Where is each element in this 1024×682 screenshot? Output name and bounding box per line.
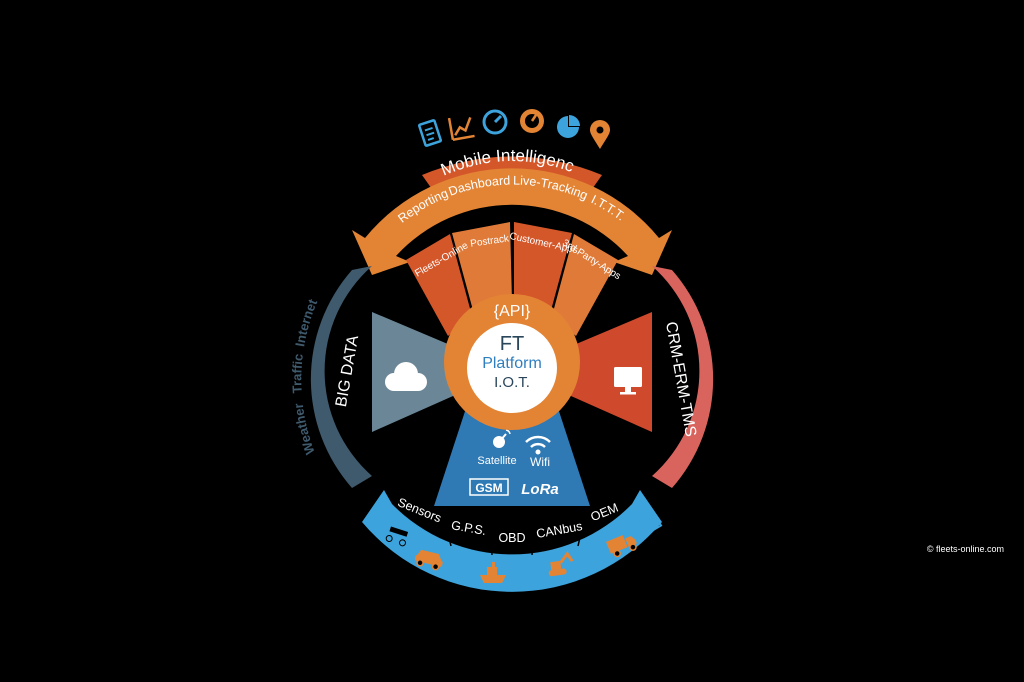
gsm-text: GSM — [475, 481, 502, 495]
wifi-label: Wifi — [530, 455, 550, 469]
crm-label: CRM-ERM-TMS — [662, 320, 699, 438]
big-data-label: BIG DATA — [333, 334, 362, 408]
gsm-logo: GSM — [469, 478, 509, 496]
satellite-icon — [493, 429, 511, 448]
hub-api: {API} — [494, 303, 531, 320]
bulldozer-icon — [583, 549, 607, 568]
app-segment-3rd-party — [552, 234, 618, 336]
inputs-divider — [489, 527, 493, 556]
container-icon — [633, 512, 663, 538]
app-segment-fleets-online — [406, 234, 472, 336]
crm-band — [652, 266, 714, 488]
mobile-intelligence-title: Mobile Intelligence — [0, 0, 577, 179]
input-canbus: CANbus — [535, 519, 583, 541]
clipboard-icon — [418, 119, 442, 147]
growth-chart-icon — [447, 116, 475, 141]
svg-text:Traffic: Traffic — [289, 353, 306, 394]
ship-icon — [480, 562, 506, 583]
source-traffic: Traffic — [289, 353, 306, 394]
apps-wedge — [406, 222, 618, 336]
dashboard-gauge-icon — [482, 109, 508, 135]
copyright-notice: © fleets-online.com — [926, 544, 1004, 554]
monitor-icon — [614, 367, 642, 395]
hub-center — [467, 323, 557, 413]
features-band — [352, 168, 672, 275]
hub-ft: FT — [500, 333, 524, 355]
satellite-label: Satellite — [477, 455, 516, 467]
app-segment-customer-apps — [514, 222, 572, 314]
input-gps: G.P.S. — [450, 518, 487, 538]
hub-iot: I.O.T. — [494, 374, 530, 391]
speedometer-icon — [520, 109, 544, 133]
wifi-icon — [525, 435, 551, 455]
airplane-icon — [446, 557, 476, 581]
vehicle-icons — [385, 512, 663, 583]
data-sources: Weather — [291, 403, 318, 457]
cloud-icon — [385, 362, 427, 391]
car-icon — [414, 549, 443, 571]
app-postrack: Postrack — [470, 233, 511, 249]
lora-logo: LoRa — [521, 481, 559, 498]
inputs-divider — [531, 527, 535, 556]
source-weather: Weather — [291, 403, 318, 457]
pie-chart-icon — [557, 115, 580, 138]
excavator-icon — [548, 551, 574, 577]
forklift-icon — [519, 561, 540, 583]
input-obd: OBD — [498, 531, 525, 545]
map-pin-icon — [590, 120, 610, 149]
big-data-band — [310, 266, 372, 488]
hub-platform: Platform — [482, 355, 542, 372]
bus-icon — [385, 523, 412, 547]
app-segment-postrack — [452, 222, 512, 314]
truck-icon — [606, 535, 637, 558]
mobile-intelligence-icons — [418, 109, 610, 149]
inputs-divider — [444, 519, 452, 547]
crm-wedge — [562, 312, 652, 432]
inputs-divider — [577, 519, 585, 547]
